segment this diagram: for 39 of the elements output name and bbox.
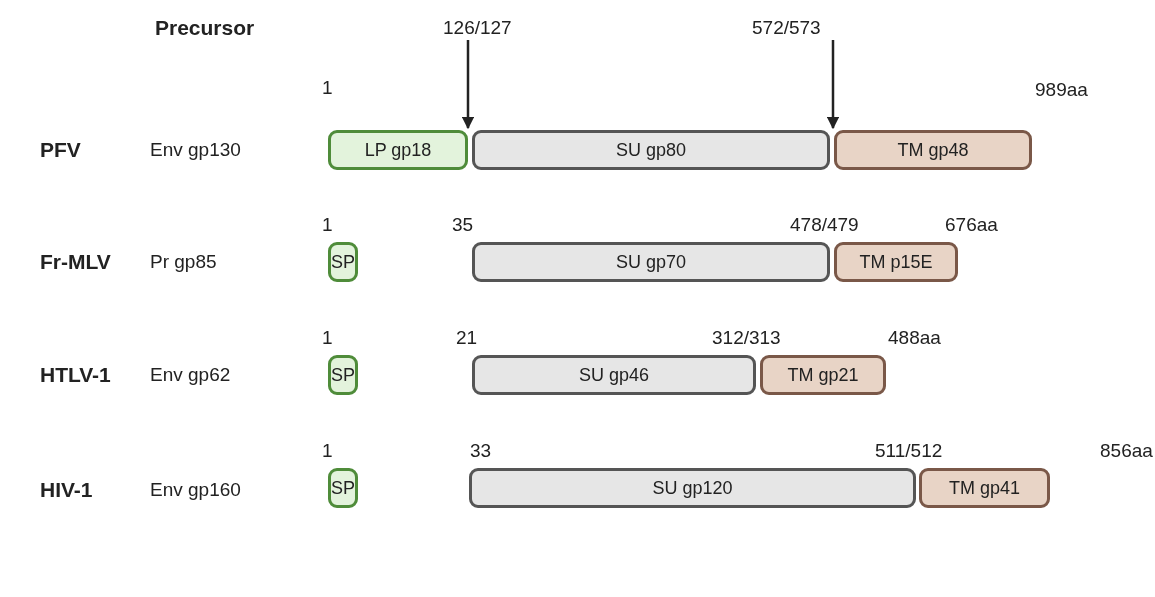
residue-position: 511/512	[875, 440, 943, 462]
residue-position: 1	[322, 440, 333, 462]
residue-position: 856aa	[1100, 440, 1153, 462]
residue-position: 1	[322, 214, 333, 236]
residue-position: 312/313	[712, 327, 781, 349]
virus-name: HIV-1	[40, 479, 93, 501]
precursor-name: Env gp160	[150, 479, 241, 501]
virus-name: HTLV-1	[40, 364, 111, 386]
transmembrane-subunit-domain: TM p15E	[834, 242, 958, 282]
transmembrane-subunit-domain: TM gp21	[760, 355, 886, 395]
surface-subunit-domain: SU gp120	[469, 468, 916, 508]
arrow	[826, 40, 840, 130]
precursor-name: Env gp130	[150, 139, 241, 161]
transmembrane-subunit-domain: TM gp41	[919, 468, 1050, 508]
signal-peptide-domain: SP	[328, 355, 358, 395]
surface-subunit-domain: SU gp70	[472, 242, 830, 282]
precursor-name: Env gp62	[150, 364, 231, 386]
surface-subunit-domain: SU gp80	[472, 130, 830, 170]
signal-peptide-domain: SP	[328, 468, 358, 508]
transmembrane-subunit-domain: TM gp48	[834, 130, 1032, 170]
signal-peptide-domain: SP	[328, 242, 358, 282]
precursor-name: Pr gp85	[150, 251, 217, 273]
cleavage-site-label: 126/127	[443, 17, 512, 39]
column-heading: Precursor	[155, 17, 255, 39]
residue-position: 35	[452, 214, 474, 236]
arrow	[461, 40, 475, 130]
virus-name: Fr-MLV	[40, 251, 111, 273]
signal-peptide-domain: LP gp18	[328, 130, 468, 170]
residue-position: 676aa	[945, 214, 998, 236]
cleavage-site-label: 572/573	[752, 17, 821, 39]
residue-position: 488aa	[888, 327, 941, 349]
residue-position: 21	[456, 327, 478, 349]
residue-position: 33	[470, 440, 492, 462]
surface-subunit-domain: SU gp46	[472, 355, 756, 395]
residue-position: 989aa	[1035, 79, 1088, 101]
residue-position: 478/479	[790, 214, 859, 236]
residue-position: 1	[322, 327, 333, 349]
residue-position: 1	[322, 77, 333, 99]
virus-name: PFV	[40, 139, 81, 161]
